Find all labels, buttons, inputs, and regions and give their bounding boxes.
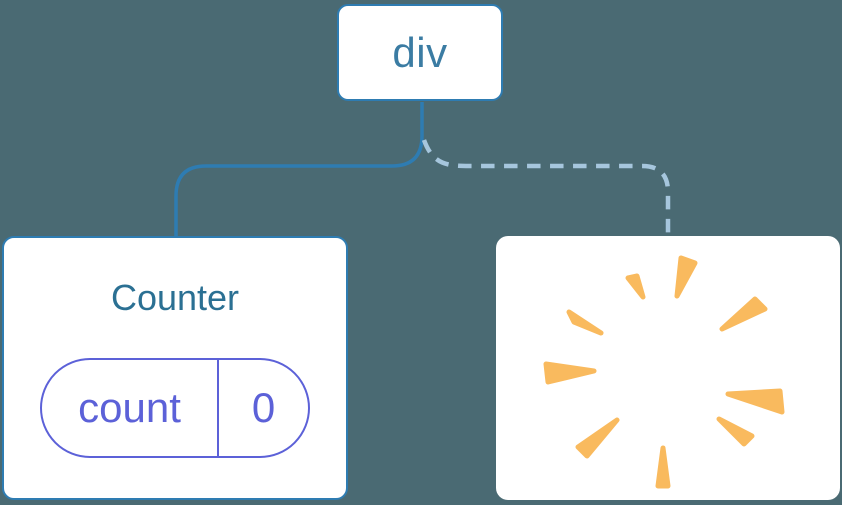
- counter-card: Counter count 0: [2, 236, 348, 500]
- node-div: div: [337, 4, 503, 101]
- edges-group: [174, 102, 671, 236]
- state-value: 0: [251, 384, 276, 431]
- removed-card: [496, 236, 840, 500]
- state-key-label: count: [42, 360, 219, 456]
- counter-title: Counter: [110, 277, 240, 318]
- state-pill: count 0: [40, 358, 310, 458]
- node-div-label: div: [392, 28, 448, 76]
- edge-div-to-removed-dashed: [421, 139, 671, 236]
- edge-div-to-counter: [174, 102, 424, 236]
